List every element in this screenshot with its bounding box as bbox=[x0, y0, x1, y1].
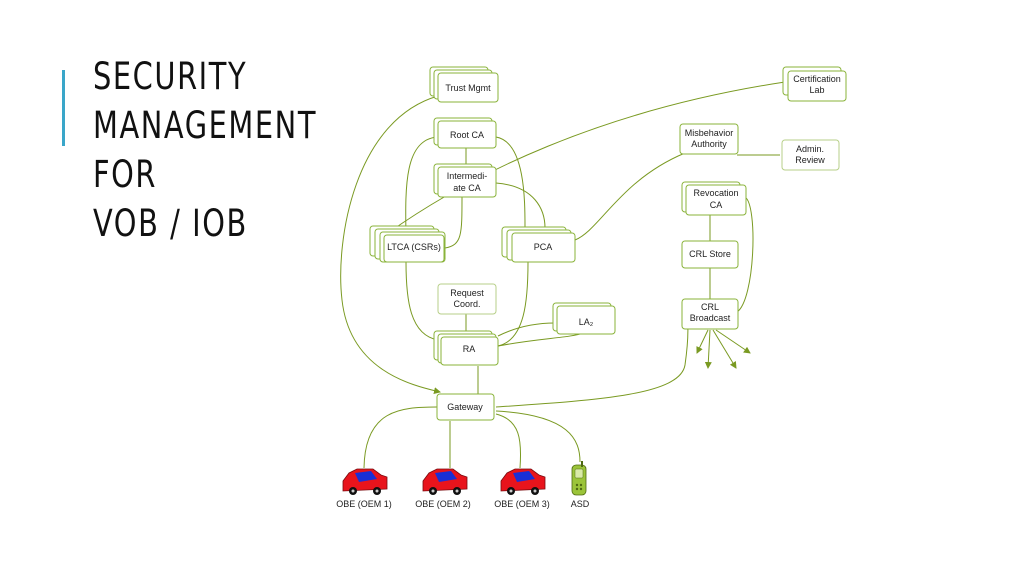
title-line-2: MANAGEMENT bbox=[93, 104, 318, 147]
node-certification-lab: Certification Lab bbox=[782, 66, 847, 102]
node-revocation-ca: Revocation CA bbox=[681, 181, 747, 216]
trust-mgmt-label: Trust Mgmt bbox=[445, 83, 491, 93]
revocation-ca-label-2: CA bbox=[710, 200, 723, 210]
obe-oem-1-label: OBE (OEM 1) bbox=[336, 499, 392, 509]
ltca-label: LTCA (CSRs) bbox=[387, 242, 441, 252]
crl-store-label: CRL Store bbox=[689, 249, 731, 259]
gateway-label: Gateway bbox=[447, 402, 483, 412]
node-gateway: Gateway bbox=[436, 393, 495, 421]
node-intermediate-ca: Intermedi- ate CA bbox=[433, 163, 497, 198]
connections bbox=[340, 81, 786, 469]
node-root-ca: Root CA bbox=[433, 117, 497, 149]
root-ca-label: Root CA bbox=[450, 130, 484, 140]
admin-review-label-1: Admin. bbox=[796, 144, 824, 154]
la2-label: LA₂ bbox=[579, 317, 594, 327]
car-icon bbox=[422, 468, 468, 495]
ra-label: RA bbox=[463, 344, 476, 354]
obe-oem-3-label: OBE (OEM 3) bbox=[494, 499, 550, 509]
crl-broadcast-label-1: CRL bbox=[701, 302, 719, 312]
request-coord-label-1: Request bbox=[450, 288, 484, 298]
vehicle-obe-oem-2: OBE (OEM 2) bbox=[415, 468, 471, 509]
admin-review-label-2: Review bbox=[795, 155, 825, 165]
slide-title: SECURITY MANAGEMENT FOR VOB / IOB bbox=[93, 52, 317, 248]
node-misbehavior-authority: Misbehavior Authority bbox=[679, 123, 739, 155]
node-ltca: LTCA (CSRs) bbox=[369, 225, 446, 263]
car-icon bbox=[342, 468, 388, 495]
device-asd: ASD bbox=[571, 461, 590, 509]
title-line-1: SECURITY bbox=[93, 55, 248, 98]
request-coord-label-2: Coord. bbox=[453, 299, 480, 309]
node-ra: RA bbox=[433, 330, 499, 366]
asd-label: ASD bbox=[571, 499, 590, 509]
title-line-4: VOB / IOB bbox=[93, 202, 248, 245]
vehicle-obe-oem-1: OBE (OEM 1) bbox=[336, 468, 392, 509]
crl-broadcast-label-2: Broadcast bbox=[690, 313, 731, 323]
misbehavior-authority-label-2: Authority bbox=[691, 139, 727, 149]
certification-lab-label-1: Certification bbox=[793, 74, 841, 84]
node-trust-mgmt: Trust Mgmt bbox=[429, 66, 499, 103]
misbehavior-authority-label-1: Misbehavior bbox=[685, 128, 734, 138]
title-line-3: FOR bbox=[93, 153, 158, 196]
revocation-ca-label-1: Revocation bbox=[693, 188, 738, 198]
node-crl-broadcast: CRL Broadcast bbox=[681, 298, 739, 330]
intermediate-ca-label-1: Intermedi- bbox=[447, 171, 488, 181]
node-admin-review: Admin. Review bbox=[781, 139, 840, 171]
node-crl-store: CRL Store bbox=[681, 240, 739, 269]
vehicle-obe-oem-3: OBE (OEM 3) bbox=[494, 468, 550, 509]
node-pca: PCA bbox=[501, 226, 576, 263]
node-la2: LA₂ bbox=[552, 302, 616, 335]
intermediate-ca-label-2: ate CA bbox=[453, 183, 481, 193]
obe-oem-2-label: OBE (OEM 2) bbox=[415, 499, 471, 509]
node-request-coord: Request Coord. bbox=[437, 283, 497, 315]
certification-lab-label-2: Lab bbox=[809, 85, 824, 95]
pca-label: PCA bbox=[534, 242, 553, 252]
title-accent-bar bbox=[62, 70, 65, 146]
car-icon bbox=[500, 468, 546, 495]
handheld-device-icon bbox=[571, 461, 587, 496]
